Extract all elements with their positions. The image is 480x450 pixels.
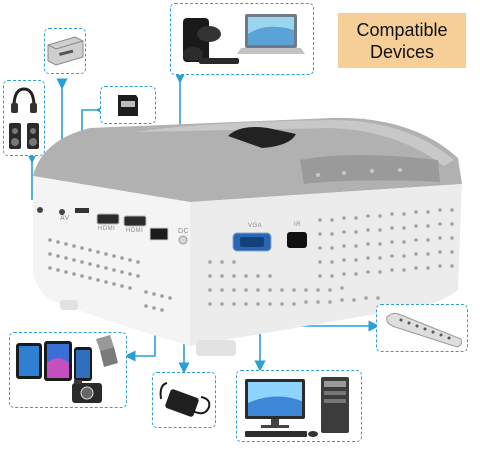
dc-port-label: DC <box>178 228 190 235</box>
tablets-phone-usb-camera-icons <box>16 335 118 403</box>
tablets-camera-box <box>9 332 127 408</box>
vga-port-label: VGA <box>248 223 263 229</box>
compatible-devices-badge: Compatible Devices <box>338 13 466 68</box>
headphones-icon <box>9 87 39 149</box>
desktop-computer-box <box>236 370 362 442</box>
remote-control-box <box>376 304 468 352</box>
desktop-computer-icon <box>245 377 349 437</box>
power-adapter-box <box>152 372 216 428</box>
dvd-player-icon <box>47 36 84 66</box>
badge-line-2: Devices <box>369 41 435 62</box>
hdmi-port-label: HDMI <box>98 226 116 232</box>
remote-control-icon <box>386 312 462 348</box>
console-laptop-box <box>170 3 314 75</box>
ir-window <box>287 232 307 248</box>
av-port-label: AV <box>60 215 70 222</box>
dvd-player-box <box>44 28 86 74</box>
front-ports <box>37 207 188 245</box>
power-adapter-icon <box>159 382 211 417</box>
badge-line-1: Compatible <box>356 19 448 40</box>
headphones-speakers-box <box>3 80 45 156</box>
game-console-and-laptop-icons <box>183 14 305 64</box>
microsd-card-icon <box>118 95 138 116</box>
microsd-card-box <box>100 86 156 124</box>
ir-port-label: IR <box>294 222 301 228</box>
hdmi-port-label-2: HDMI <box>126 228 144 234</box>
